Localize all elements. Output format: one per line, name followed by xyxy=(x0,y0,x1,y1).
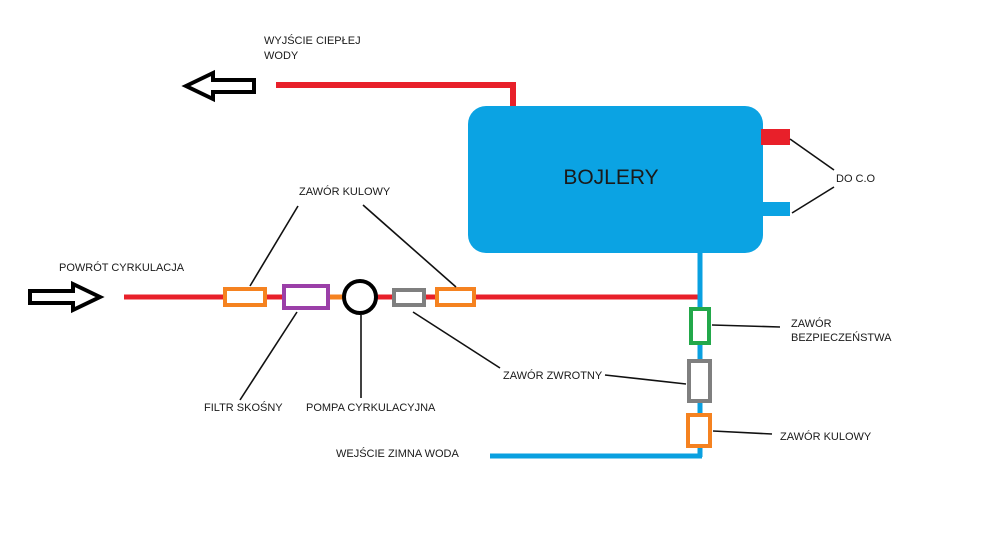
safety-valve-leader xyxy=(711,324,781,328)
safety-valve xyxy=(689,307,711,345)
hot-out-label-1: WYJŚCIE CIEPŁEJ xyxy=(264,34,361,47)
ball-valve-top-label: ZAWÓR KULOWY xyxy=(299,185,391,198)
check-valve-horizontal xyxy=(392,288,426,307)
ball-valve-bottom-leader xyxy=(712,430,773,435)
oblique-filter xyxy=(282,284,330,310)
safety-valve-label-1: ZAWÓR xyxy=(791,317,832,330)
arrow-right-outline-icon xyxy=(28,280,105,314)
ball-valve-bottom-label: ZAWÓR KULOWY xyxy=(780,430,872,443)
ball-valve-leader-right xyxy=(362,204,457,288)
co-connection-cold xyxy=(761,202,790,216)
filter-label: FILTR SKOŚNY xyxy=(204,401,283,414)
ball-valve-right xyxy=(435,287,476,307)
return-circ-label: POWRÓT CYRKULACJA xyxy=(59,261,185,274)
check-valve-leader-right xyxy=(604,374,687,385)
check-valve-leader-left xyxy=(412,311,501,369)
check-valve-label: ZAWÓR ZWROTNY xyxy=(503,369,603,382)
boiler-tank xyxy=(468,106,763,253)
ball-valve-vertical xyxy=(686,413,712,448)
safety-valve-label-2: BEZPIECZEŃSTWA xyxy=(791,331,892,344)
co-leader-top xyxy=(789,138,835,171)
ball-valve-left xyxy=(223,287,267,307)
co-connection-hot xyxy=(761,129,790,145)
boiler-label: BOJLERY xyxy=(563,166,658,189)
hot-water-outlet-pipe xyxy=(276,82,516,110)
cold-in-label: WEJŚCIE ZIMNA WODA xyxy=(336,447,460,460)
do-co-label: DO C.O xyxy=(836,173,876,185)
hot-out-label-2: WODY xyxy=(264,50,299,62)
arrow-left-outline-icon xyxy=(181,69,256,103)
check-valve-vertical xyxy=(687,359,712,403)
co-leader-bottom xyxy=(791,186,835,214)
filter-leader xyxy=(239,311,298,401)
ball-valve-leader-left xyxy=(249,205,299,287)
circulation-pump xyxy=(342,279,378,315)
pump-label: POMPA CYRKULACYJNA xyxy=(306,402,436,414)
